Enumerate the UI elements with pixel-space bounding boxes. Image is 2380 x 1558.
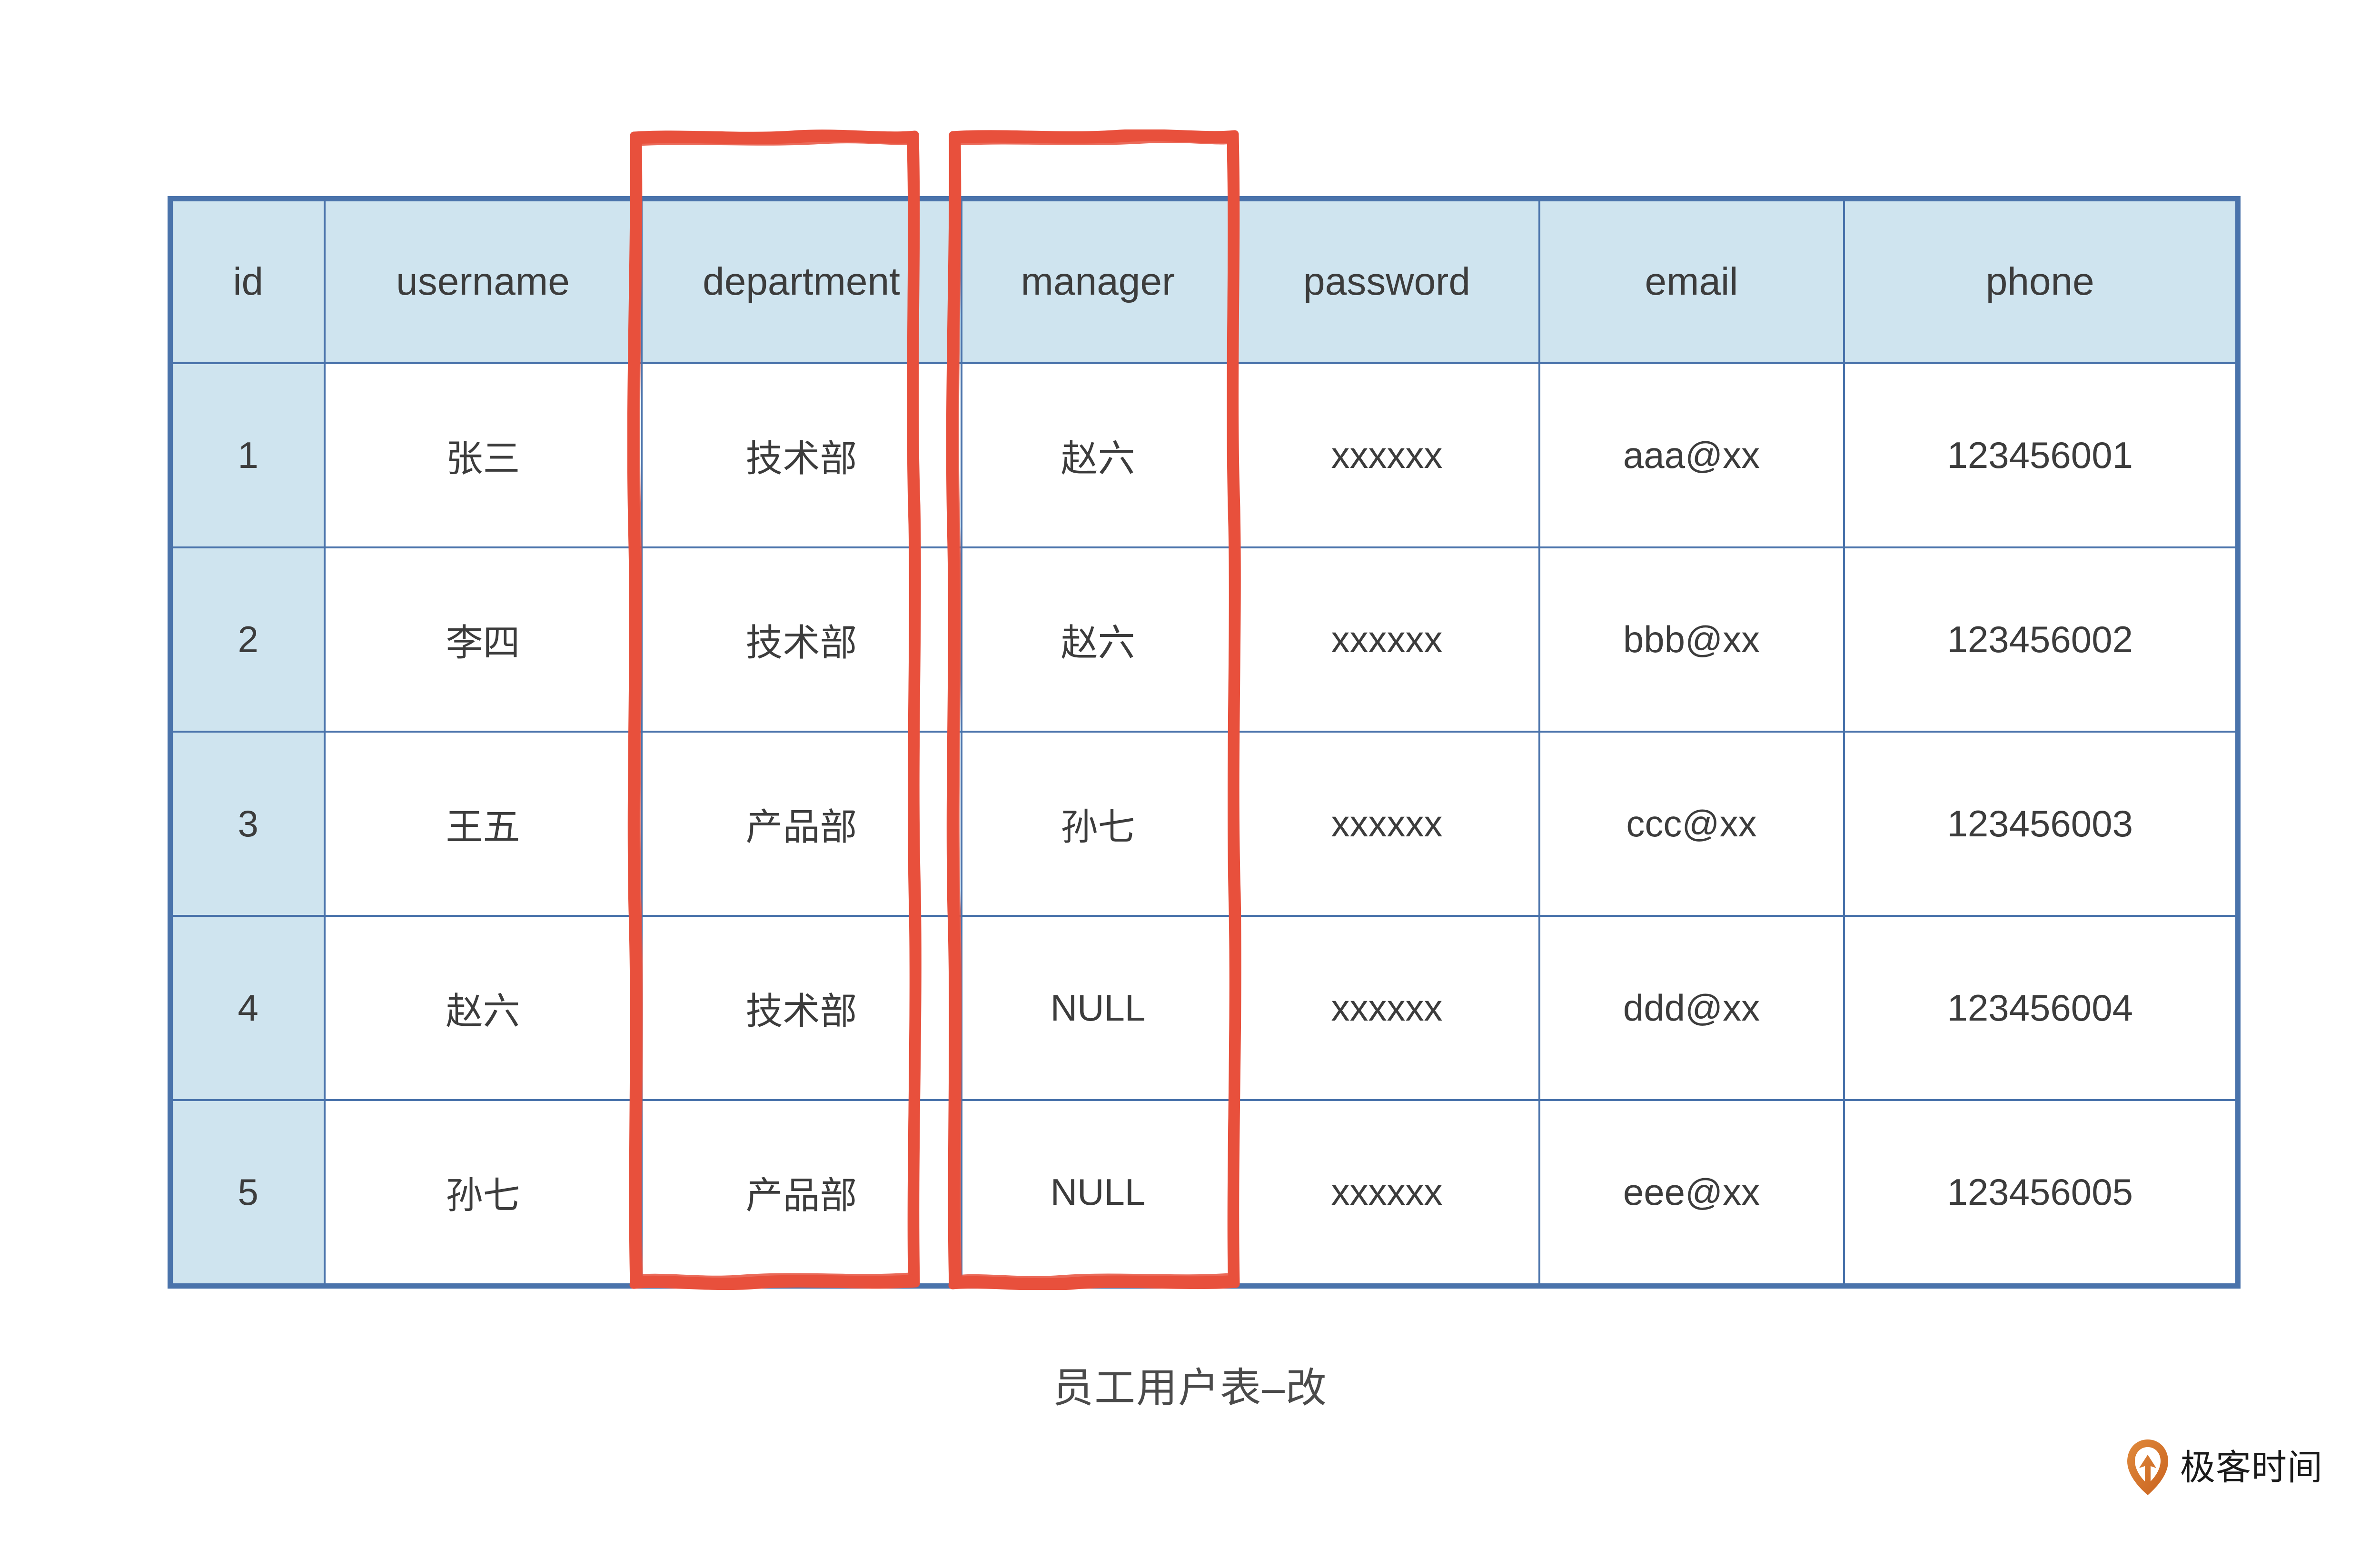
- table-row: 2 李四 技术部 赵六 xxxxxx bbb@xx 123456002: [169, 546, 2239, 733]
- cell-email: eee@xx: [1538, 1099, 1845, 1287]
- cell-email: ddd@xx: [1538, 915, 1845, 1101]
- column-header-phone: phone: [1843, 198, 2239, 364]
- column-header-username: username: [323, 198, 643, 364]
- cell-department: 产品部: [640, 1099, 962, 1287]
- column-header-id: id: [169, 198, 326, 364]
- cell-phone: 123456005: [1843, 1099, 2239, 1287]
- cell-password: xxxxxx: [1233, 362, 1540, 548]
- cell-department: 技术部: [640, 362, 962, 548]
- cell-password: xxxxxx: [1233, 1099, 1540, 1287]
- employee-table-container: id username department manager password …: [168, 196, 2241, 1289]
- table-row: 3 王五 产品部 孙七 xxxxxx ccc@xx 123456003: [169, 731, 2239, 917]
- header-row: id username department manager password …: [169, 198, 2239, 364]
- cell-username: 赵六: [323, 915, 643, 1101]
- cell-id: 4: [169, 915, 326, 1101]
- cell-id: 5: [169, 1099, 326, 1287]
- cell-department: 产品部: [640, 731, 962, 917]
- table-row: 5 孙七 产品部 NULL xxxxxx eee@xx 123456005: [169, 1099, 2239, 1287]
- cell-username: 李四: [323, 546, 643, 733]
- cell-id: 2: [169, 546, 326, 733]
- column-header-email: email: [1538, 198, 1845, 364]
- geekbang-logo: 极客时间: [2126, 1439, 2323, 1497]
- cell-id: 3: [169, 731, 326, 917]
- cell-manager: 赵六: [960, 546, 1236, 733]
- pin-icon: [2126, 1439, 2170, 1497]
- cell-username: 孙七: [323, 1099, 643, 1287]
- cell-email: ccc@xx: [1538, 731, 1845, 917]
- cell-phone: 123456003: [1843, 731, 2239, 917]
- cell-phone: 123456004: [1843, 915, 2239, 1101]
- cell-manager: 孙七: [960, 731, 1236, 917]
- column-header-manager: manager: [960, 198, 1236, 364]
- cell-manager: NULL: [960, 1099, 1236, 1287]
- table-caption: 员工用户表–改: [1052, 1365, 1328, 1411]
- cell-manager: NULL: [960, 915, 1236, 1101]
- cell-password: xxxxxx: [1233, 915, 1540, 1101]
- column-header-password: password: [1233, 198, 1540, 364]
- cell-username: 王五: [323, 731, 643, 917]
- cell-password: xxxxxx: [1233, 731, 1540, 917]
- cell-phone: 123456001: [1843, 362, 2239, 548]
- cell-department: 技术部: [640, 546, 962, 733]
- column-header-department: department: [640, 198, 962, 364]
- employee-table: id username department manager password …: [168, 196, 2241, 1289]
- logo-text: 极客时间: [2180, 1448, 2323, 1487]
- cell-id: 1: [169, 362, 326, 548]
- table-row: 4 赵六 技术部 NULL xxxxxx ddd@xx 123456004: [169, 915, 2239, 1101]
- table-header: id username department manager password …: [169, 198, 2239, 364]
- cell-manager: 赵六: [960, 362, 1236, 548]
- table-body: 1 张三 技术部 赵六 xxxxxx aaa@xx 123456001 2 李四…: [169, 362, 2239, 1287]
- cell-email: aaa@xx: [1538, 362, 1845, 548]
- cell-phone: 123456002: [1843, 546, 2239, 733]
- cell-email: bbb@xx: [1538, 546, 1845, 733]
- table-row: 1 张三 技术部 赵六 xxxxxx aaa@xx 123456001: [169, 362, 2239, 548]
- cell-password: xxxxxx: [1233, 546, 1540, 733]
- cell-department: 技术部: [640, 915, 962, 1101]
- cell-username: 张三: [323, 362, 643, 548]
